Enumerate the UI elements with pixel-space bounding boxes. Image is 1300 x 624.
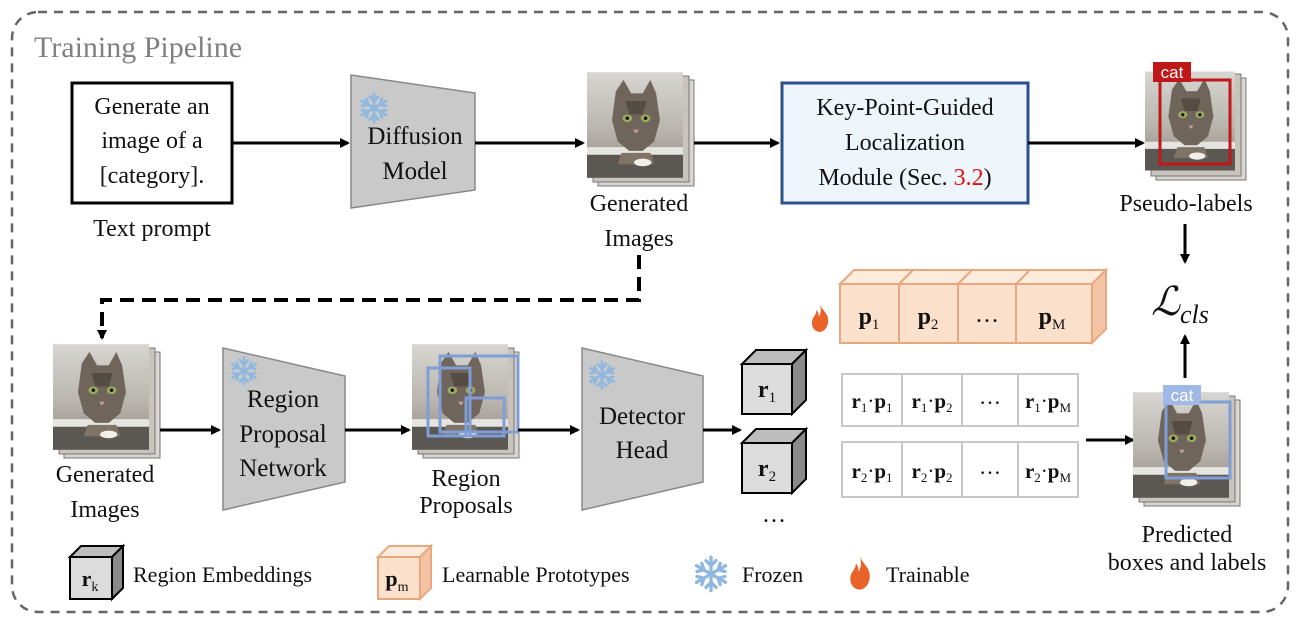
detector-head-label-1: Detector	[599, 403, 686, 430]
text-prompt-line-2: image of a	[101, 128, 203, 154]
region-proposal-network-block	[222, 347, 346, 511]
score-row2-ellipsis: …	[979, 454, 1001, 479]
proposal-box-1	[438, 354, 520, 434]
text-prompt-caption: Text prompt	[93, 216, 211, 242]
legend-prototype-cube: pm	[375, 543, 434, 602]
pseudo-labels-caption: Pseudo-labels	[1119, 191, 1252, 217]
score-r1-p2: r1·p2	[911, 389, 952, 415]
score-row-1	[841, 373, 1079, 427]
pseudo-label-tag: cat	[1161, 63, 1184, 82]
svg-text:r1: r1	[758, 377, 776, 406]
pipeline-title: Training Pipeline	[34, 31, 242, 64]
more-embeddings-ellipsis: …	[762, 502, 786, 528]
region-proposals-label-1: Region	[431, 466, 500, 492]
score-r2-p2: r2·p2	[911, 459, 952, 485]
predicted-caption-1: Predicted	[1142, 522, 1233, 548]
legend-flame-icon	[850, 556, 870, 590]
text-prompt-line-3: [category].	[100, 163, 205, 189]
pseudo-label-tag-bg	[1153, 62, 1191, 82]
prototype-p1: p1	[859, 304, 880, 333]
generated-images-label-top-1: Generated	[590, 191, 689, 217]
classification-loss: ℒcls	[1151, 279, 1209, 329]
predicted-caption-2: boxes and labels	[1108, 550, 1267, 576]
diffusion-model-label-2: Model	[382, 158, 447, 185]
generated-images-label-bottom-2: Images	[70, 497, 139, 523]
diffusion-model-label-1: Diffusion	[367, 123, 463, 150]
legend-snowflake-icon	[694, 555, 728, 593]
rpn-label-2: Proposal	[239, 421, 327, 448]
learnable-prototypes-bar	[837, 267, 1109, 346]
predicted-image-stack	[1133, 392, 1241, 507]
score-r1-p1: r1·p1	[851, 389, 892, 415]
kpg-label-2: Localization	[845, 130, 965, 156]
region-embedding-cube-1: r1	[739, 347, 809, 417]
region-proposals-label-2: Proposals	[419, 493, 512, 519]
kpg-label-3: Module (Sec. 3.2)	[818, 165, 991, 191]
legend-trainable-label: Trainable	[886, 562, 970, 587]
diffusion-model-block	[350, 74, 476, 209]
detector-head-block	[581, 347, 704, 511]
legend-region-label: Region Embeddings	[133, 562, 312, 587]
prototype-pM: pM	[1039, 304, 1066, 333]
region-embedding-cube-2: r2	[739, 426, 809, 496]
section-reference: 3.2	[954, 165, 984, 191]
prototype-ellipsis: …	[975, 302, 999, 328]
predicted-tag: cat	[1171, 386, 1194, 405]
prototype-p2: p2	[918, 304, 939, 333]
detector-head-label-2: Head	[616, 437, 669, 464]
generated-images-label-bottom-1: Generated	[56, 462, 155, 488]
pseudo-label-box	[1158, 78, 1232, 166]
kpg-label-1: Key-Point-Guided	[816, 95, 993, 121]
predicted-tag-bg	[1163, 385, 1201, 405]
pipeline-frame	[10, 10, 1290, 614]
dashed-connector	[97, 255, 641, 340]
score-row-2	[841, 441, 1079, 498]
proposal-box-2	[426, 366, 472, 438]
rpn-label-3: Network	[239, 455, 327, 482]
svg-text:r2: r2	[758, 456, 776, 485]
svg-text:pm: pm	[385, 566, 408, 595]
legend-prototype-label: Learnable Prototypes	[442, 562, 630, 587]
proposal-box-3	[464, 396, 506, 438]
generated-images-stack-bottom	[53, 344, 161, 459]
svg-text:rk: rk	[82, 566, 99, 595]
score-r1-pM: r1·pM	[1025, 389, 1072, 415]
generated-images-label-top-2: Images	[604, 226, 673, 252]
legend-region-embedding-cube: rk	[67, 543, 126, 602]
score-r2-pM: r2·pM	[1025, 459, 1072, 485]
text-prompt-line-1: Generate an	[94, 94, 209, 120]
legend-frozen-label: Frozen	[742, 562, 803, 587]
rpn-label-1: Region	[247, 386, 320, 413]
score-r2-p1: r2·p1	[851, 459, 892, 485]
score-row1-ellipsis: …	[979, 384, 1001, 409]
generated-images-stack-top	[587, 72, 695, 187]
flame-icon	[811, 304, 829, 332]
